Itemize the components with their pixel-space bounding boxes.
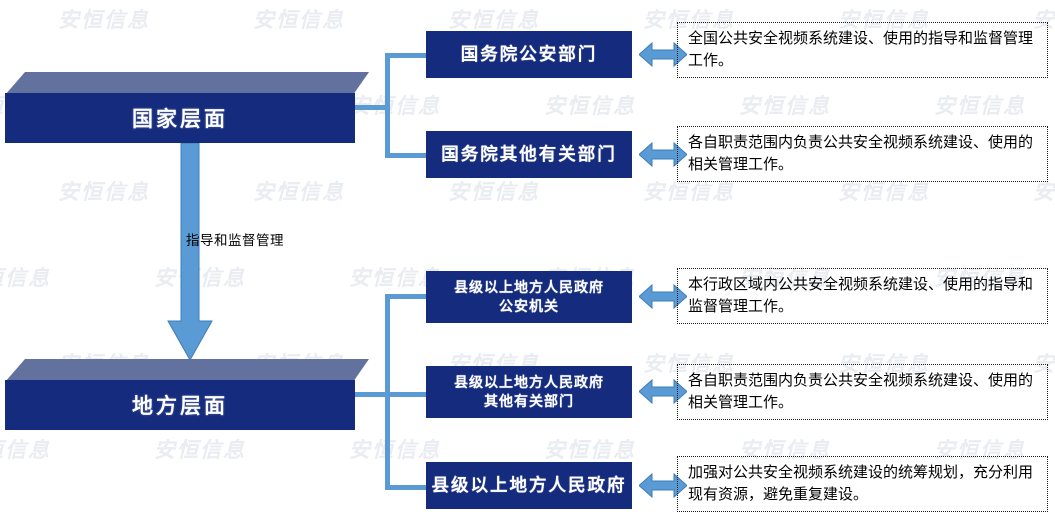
watermark-text: 安恒信息 (544, 94, 636, 118)
dept-label: 国务院公安部门 (461, 43, 598, 67)
dept-label-line: 县级以上地方人民政府 (454, 374, 604, 391)
watermark-text: 安恒信息 (349, 438, 441, 462)
desc-text: 全国公共安全视频系统建设、使用的指导和监督管理工作。 (688, 30, 1034, 69)
dept-label: 国务院其他有关部门 (441, 143, 617, 167)
desc-text: 各自职责范围内负责公共安全视频系统建设、使用的相关管理工作。 (688, 372, 1034, 411)
desc-box-state-council-public-security: 全国公共安全视频系统建设、使用的指导和监督管理工作。 (677, 22, 1048, 78)
dept-label-line: 县级以上地方人民政府 (454, 279, 604, 296)
connector-national-spine (385, 53, 390, 158)
watermark-text: 安恒信息 (253, 180, 345, 204)
dept-label-line: 县级以上地方人民政府 (431, 474, 627, 495)
watermark-text: 安恒信息 (58, 180, 150, 204)
desc-text: 加强对公共安全视频系统建设的统筹规划，充分利用现有资源，避免重复建设。 (688, 464, 1034, 503)
dept-label: 县级以上地方人民政府 其他有关部门 (454, 373, 604, 411)
connector-local-branch-2 (385, 392, 428, 397)
connector-local-branch-1 (385, 294, 428, 299)
watermark-text: 安恒信息 (0, 438, 51, 462)
bidirectional-arrow-icon (639, 41, 687, 68)
level-box-local[interactable]: 地方层面 (5, 359, 369, 431)
level-label-local: 地方层面 (132, 395, 228, 418)
watermark-text: 安恒信息 (544, 438, 636, 462)
dept-box-state-council-public-security[interactable]: 国务院公安部门 (426, 31, 632, 78)
level-label-national: 国家层面 (132, 108, 228, 131)
dept-label-line: 国务院公安部门 (460, 43, 598, 64)
dept-label-line: 国务院其他有关部门 (441, 143, 617, 164)
watermark-text: 安恒信息 (448, 8, 540, 32)
connector-local-branch-3 (385, 485, 428, 490)
desc-text: 本行政区域内公共安全视频系统建设、使用的指导和监督管理工作。 (688, 276, 1034, 315)
dept-box-state-council-other-departments[interactable]: 国务院其他有关部门 (426, 131, 632, 178)
desc-box-county-gov-public-security-organ: 本行政区域内公共安全视频系统建设、使用的指导和监督管理工作。 (677, 268, 1048, 324)
level-box-national[interactable]: 国家层面 (5, 72, 369, 144)
desc-text: 各自职责范围内负责公共安全视频系统建设、使用的相关管理工作。 (688, 134, 1034, 173)
bidirectional-arrow-icon (639, 283, 687, 310)
watermark-text: 安恒信息 (739, 94, 831, 118)
dept-box-county-gov-other-departments[interactable]: 县级以上地方人民政府 其他有关部门 (426, 366, 632, 418)
dept-label-line: 公安机关 (499, 298, 559, 314)
watermark-text: 安恒信息 (253, 8, 345, 32)
dept-box-county-level-local-government[interactable]: 县级以上地方人民政府 (426, 462, 632, 509)
level-box-national-front-face: 国家层面 (5, 93, 355, 143)
dept-label-line: 其他有关部门 (484, 393, 574, 409)
desc-box-county-level-local-government: 加强对公共安全视频系统建设的统筹规划，充分利用现有资源，避免重复建设。 (677, 456, 1048, 512)
level-box-local-top-face (5, 359, 369, 382)
connector-local-spine (385, 294, 390, 490)
dept-box-county-gov-public-security-organ[interactable]: 县级以上地方人民政府 公安机关 (426, 271, 632, 323)
level-box-local-front-face: 地方层面 (5, 380, 355, 430)
watermark-text: 安恒信息 (58, 8, 150, 32)
down-arrow-icon (167, 143, 213, 361)
level-box-national-top-face (5, 72, 369, 95)
bidirectional-arrow-icon (639, 472, 687, 499)
vertical-arrow-label: 指导和监督管理 (186, 233, 284, 248)
desc-box-state-council-other-departments: 各自职责范围内负责公共安全视频系统建设、使用的相关管理工作。 (677, 126, 1048, 182)
watermark-text: 安恒信息 (448, 180, 540, 204)
watermark-text: 安恒信息 (154, 438, 246, 462)
dept-label: 县级以上地方人民政府 (432, 474, 627, 498)
dept-label: 县级以上地方人民政府 公安机关 (454, 278, 604, 316)
connector-national-branch-1 (385, 53, 428, 58)
connector-national-branch-2 (385, 153, 428, 158)
watermark-text: 安恒信息 (934, 94, 1026, 118)
bidirectional-arrow-icon (639, 378, 687, 405)
desc-box-county-gov-other-departments: 各自职责范围内负责公共安全视频系统建设、使用的相关管理工作。 (677, 364, 1048, 420)
watermark-text: 安恒信息 (0, 266, 51, 290)
bidirectional-arrow-icon (639, 141, 687, 168)
